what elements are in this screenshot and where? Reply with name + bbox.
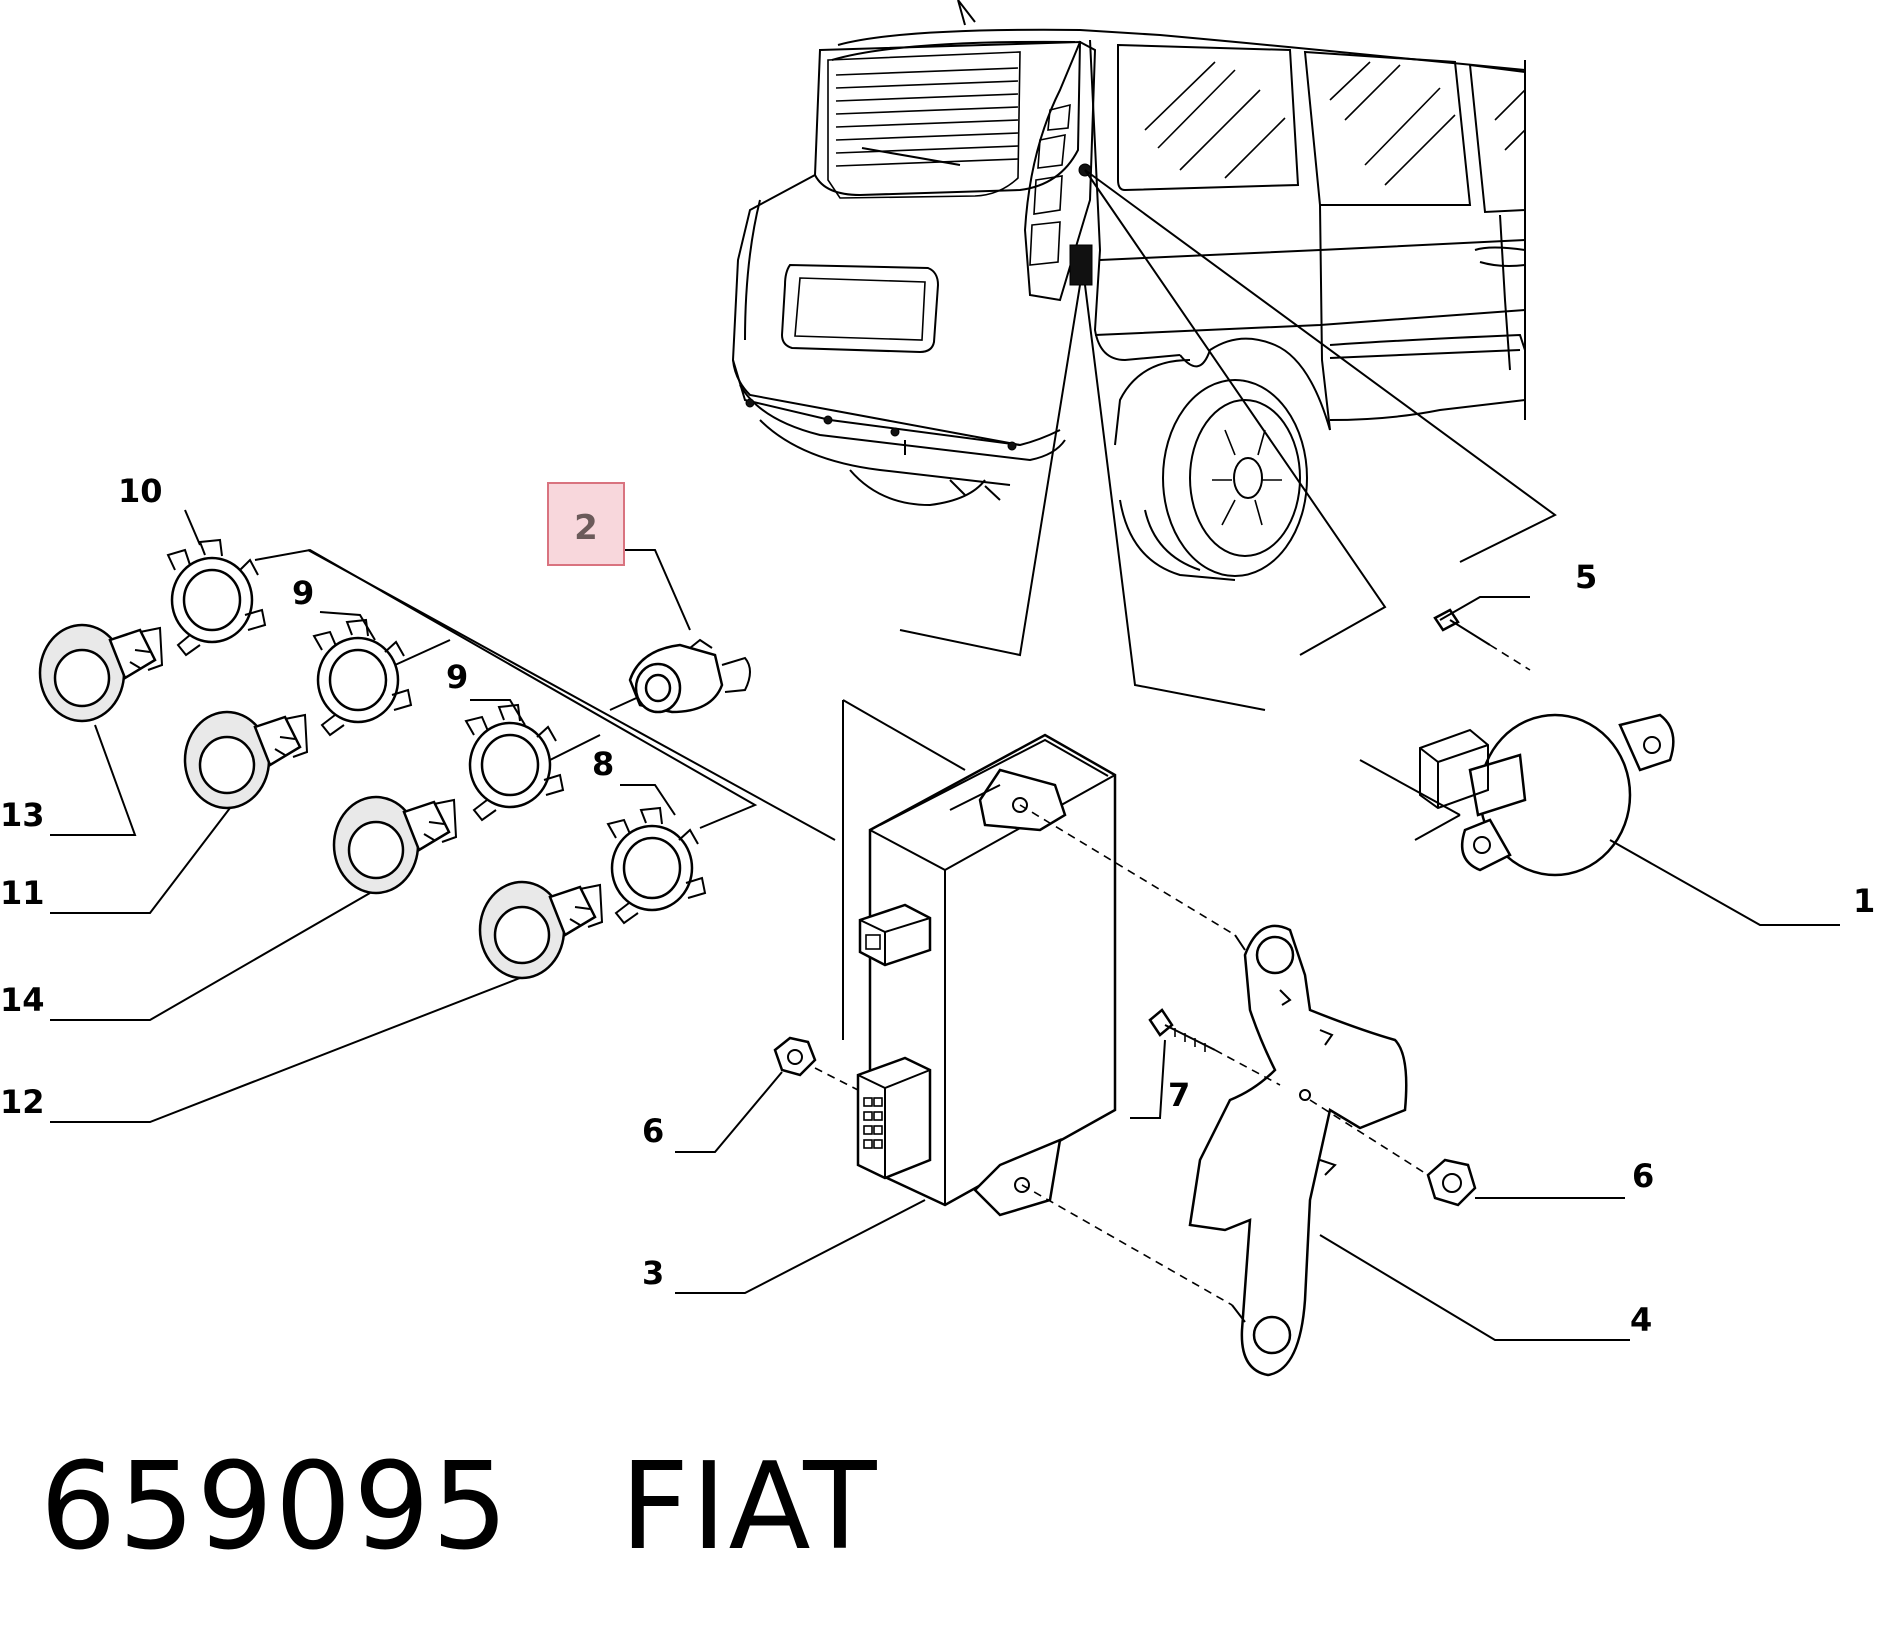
callout-13[interactable]: 13	[0, 796, 45, 834]
part-caption: 659095 FIAT	[40, 1438, 879, 1577]
brand-name: FIAT	[620, 1438, 879, 1577]
sensor-12	[478, 880, 604, 980]
callout-7[interactable]: 7	[1168, 1076, 1190, 1114]
callout-9-lower[interactable]: 9	[446, 658, 468, 696]
callout-leaders	[50, 509, 1840, 1341]
sensor-14	[332, 795, 458, 895]
bracket-4	[1188, 924, 1408, 1377]
sensor-cluster	[38, 538, 751, 980]
nut-6-right	[1426, 1158, 1477, 1207]
alignment-lines	[814, 644, 1531, 1306]
sensor-holder-9-upper	[312, 618, 413, 737]
callout-6-right[interactable]: 6	[1632, 1157, 1654, 1195]
sensor-holder-9-lower	[464, 703, 565, 822]
callout-2[interactable]: 2	[574, 508, 598, 548]
nut-6-left	[773, 1036, 817, 1077]
callout-4[interactable]: 4	[1630, 1301, 1652, 1339]
sensor-holder-8	[606, 806, 707, 925]
screw-5	[1433, 608, 1491, 646]
callout-11[interactable]: 11	[0, 874, 45, 912]
callout-8[interactable]: 8	[592, 745, 614, 783]
sensor-13	[38, 623, 164, 723]
highlight-box-part-2	[547, 482, 625, 566]
callout-14[interactable]: 14	[0, 981, 45, 1019]
callout-6-left[interactable]: 6	[642, 1112, 664, 1150]
part-number: 659095	[40, 1438, 511, 1577]
callout-9-upper[interactable]: 9	[292, 574, 314, 612]
callout-12[interactable]: 12	[0, 1083, 45, 1121]
callout-3[interactable]: 3	[642, 1254, 664, 1292]
part-2-plug	[628, 638, 751, 714]
sensor-holder-10	[166, 538, 267, 657]
callout-labels: 10 9 9 8 13 11 14 12 5 1 7 6 6 3 4	[0, 472, 1875, 1339]
buzzer-1	[1419, 713, 1675, 877]
control-unit-3	[856, 733, 1117, 1217]
sensor-11	[183, 710, 309, 810]
car-illustration	[731, 0, 1526, 581]
callout-5[interactable]: 5	[1575, 558, 1597, 596]
stud-7	[1148, 1008, 1216, 1052]
callout-10[interactable]: 10	[118, 472, 163, 510]
callout-1[interactable]: 1	[1853, 882, 1875, 920]
